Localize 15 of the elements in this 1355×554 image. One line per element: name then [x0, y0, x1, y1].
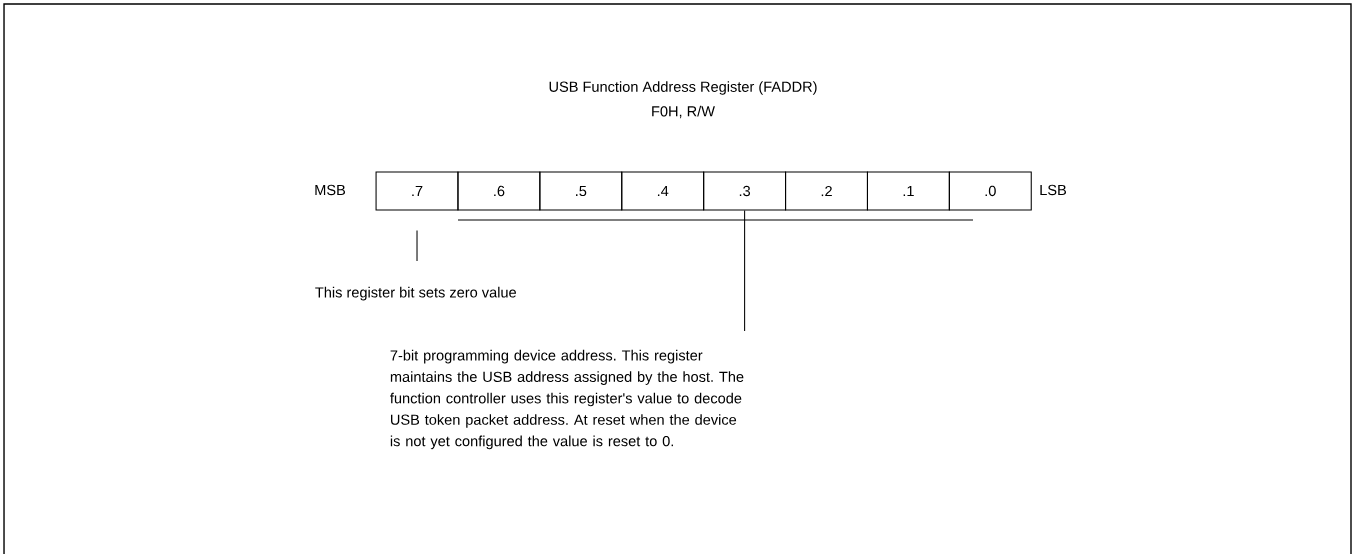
- leader-line: [744, 210, 746, 332]
- register-cell: .6: [457, 171, 541, 211]
- register-cell: .2: [785, 171, 868, 211]
- leader-line: [416, 230, 418, 262]
- subtitle: F0H, R/W: [652, 105, 715, 119]
- description-text: 7-bit programming device address. This register maintains the USB address assigned by the host. The function controller uses this register's value to decode USB token packet address. At reset when the device is not yet configured the value is reset to 0.: [390, 349, 744, 450]
- register-cell: .5: [539, 171, 623, 211]
- register-cell: .4: [621, 171, 705, 211]
- bit-label: MSB: [315, 184, 346, 196]
- register-cell: .1: [866, 171, 950, 211]
- note-text: This register bit sets zero value: [315, 286, 516, 301]
- register-cell: .7: [375, 171, 459, 211]
- register-cell: .0: [948, 171, 1032, 211]
- register-cell: .3: [703, 171, 787, 211]
- title: USB Function Address Register (FADDR): [549, 81, 817, 95]
